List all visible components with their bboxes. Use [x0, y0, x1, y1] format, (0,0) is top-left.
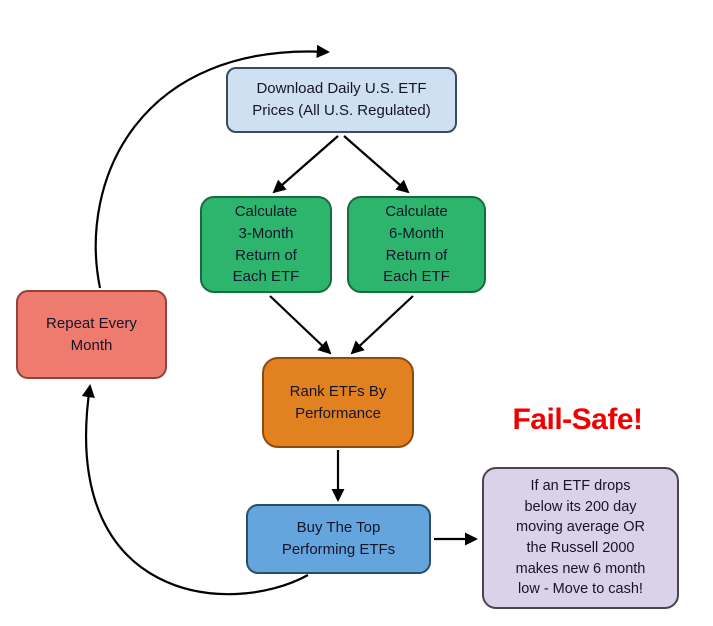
- edge-calc3-to-rank: [269, 295, 332, 355]
- edge-download-to-calc3: [272, 135, 339, 194]
- node-fail-safe-rule: If an ETF drops below its 200 day moving…: [482, 467, 679, 609]
- edge-download-to-calc6: [343, 135, 410, 194]
- node-rank-etfs: Rank ETFs By Performance: [262, 357, 414, 448]
- edge-calc6-to-rank: [350, 295, 414, 355]
- node-calc-6-month-return: Calculate 6-Month Return of Each ETF: [347, 196, 486, 293]
- node-calc-3-month-return: Calculate 3-Month Return of Each ETF: [200, 196, 332, 293]
- node-download-prices: Download Daily U.S. ETF Prices (All U.S.…: [226, 67, 457, 133]
- node-repeat-every-month: Repeat Every Month: [16, 290, 167, 379]
- fail-safe-heading: Fail-Safe!: [512, 403, 643, 436]
- node-buy-top-etfs: Buy The Top Performing ETFs: [246, 504, 431, 574]
